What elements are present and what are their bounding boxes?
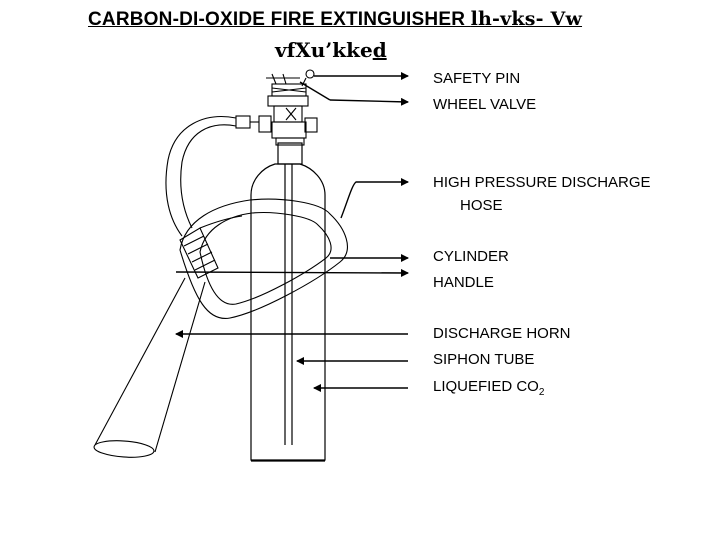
arrow-hose (340, 178, 409, 219)
label-hose-line1: HIGH PRESSURE DISCHARGE (433, 174, 651, 191)
label-cylinder: CYLINDER (433, 248, 509, 265)
title-hindi: lh-vks- Vw (470, 8, 583, 30)
label-safety-pin: SAFETY PIN (433, 70, 521, 87)
cylinder-body (250, 163, 326, 461)
label-handle: HANDLE (433, 274, 494, 291)
cylinder-neck (277, 142, 303, 165)
discharge-hose-inner (180, 124, 237, 229)
title-english: CARBON-DI-OXIDE FIRE EXTINGUISHER (88, 9, 471, 30)
label-liquefied-co2: LIQUEFIED CO2 (433, 378, 544, 398)
label-wheel-valve: WHEEL VALVE (433, 96, 537, 113)
title-hindi-end: d (372, 38, 387, 62)
arrow-wheel-valve (299, 81, 331, 101)
diagram-title: CARBON-DI-OXIDE FIRE EXTINGUISHER lh-vks… (88, 8, 608, 31)
arrow-wheel-valve-2 (329, 97, 409, 106)
discharge-hose-outer (165, 116, 237, 237)
label-siphon-tube: SIPHON TUBE (433, 351, 535, 368)
hose-coupling (235, 115, 251, 129)
diagram-title-hindi-line2: vfXu’kked (275, 38, 475, 62)
handle-loop-outer (179, 198, 348, 319)
arrow-handle (175, 268, 409, 277)
handle-loop-inner (199, 212, 332, 305)
discharge-horn-left (94, 277, 186, 446)
discharge-horn-mouth (93, 440, 155, 458)
title-hindi-part: vfXu’kke (275, 38, 373, 62)
label-liquefied-co2-text: LIQUEFIED CO (433, 378, 539, 395)
label-co2-subscript: 2 (538, 387, 545, 398)
valve-assembly (258, 69, 318, 146)
label-discharge-horn: DISCHARGE HORN (433, 325, 571, 342)
label-hose-line2: HOSE (460, 197, 503, 214)
horn-grip (179, 215, 243, 279)
discharge-horn-right (154, 281, 206, 453)
callout-arrows (175, 72, 409, 392)
